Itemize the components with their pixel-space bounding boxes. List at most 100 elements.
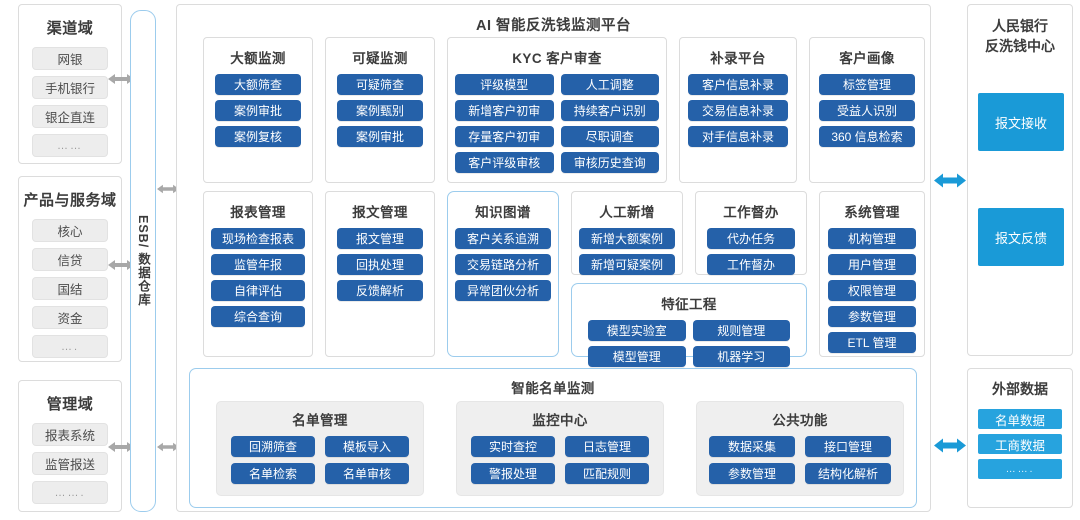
product-service-domain-title: 产品与服务域 [23, 192, 117, 209]
btn-receipt-processing[interactable]: 回执处理 [337, 254, 423, 275]
btn-work-supervision[interactable]: 工作督办 [707, 254, 795, 275]
ai-platform-title: AI 智能反洗钱监测平台 [475, 18, 632, 34]
btn-new-suspicious-case[interactable]: 新增可疑案例 [579, 254, 675, 275]
btn-360-info-search[interactable]: 360 信息检索 [819, 126, 915, 147]
public-functions-title: 公共功能 [772, 413, 828, 428]
supplement-platform-title: 补录平台 [710, 51, 766, 66]
btn-rule-management[interactable]: 规则管理 [692, 320, 790, 341]
pboc-title-line2: 反洗钱中心 [985, 38, 1055, 54]
btn-case-approval-large[interactable]: 案例审批 [215, 100, 301, 121]
btn-template-import[interactable]: 模板导入 [325, 436, 409, 457]
btn-counterparty-info-supplement[interactable]: 对手信息补录 [688, 126, 788, 147]
btn-manual-adjust[interactable]: 人工调整 [560, 74, 659, 95]
btn-alert-handling[interactable]: 警报处理 [471, 463, 555, 484]
ext-item-more[interactable]: ……. [978, 459, 1062, 479]
btn-permission-management[interactable]: 权限管理 [828, 280, 916, 301]
management-domain-title: 管理域 [46, 396, 94, 413]
btn-beneficiary-identification[interactable]: 受益人识别 [819, 100, 915, 121]
channel-item-1[interactable]: 手机银行 [32, 76, 108, 99]
smart-list-monitoring-panel: 智能名单监测 名单管理 回溯筛查 模板导入 名单检索 名单审核 监控中心 实时查… [189, 368, 917, 508]
btn-structured-parsing[interactable]: 结构化解析 [805, 463, 891, 484]
manual-add-title: 人工新增 [599, 205, 655, 220]
btn-new-customer-first-review[interactable]: 新增客户初审 [455, 100, 554, 121]
ext-item-list-data[interactable]: 名单数据 [978, 409, 1062, 429]
btn-customer-rating-audit[interactable]: 客户评级审核 [455, 152, 554, 173]
pboc-title: 人民银行 反洗钱中心 [968, 16, 1072, 56]
btn-case-recheck[interactable]: 案例复核 [215, 126, 301, 147]
channel-item-2[interactable]: 银企直连 [32, 105, 108, 128]
btn-customer-relation-tracing[interactable]: 客户关系追溯 [455, 228, 551, 249]
product-item-1[interactable]: 信贷 [32, 248, 108, 271]
btn-message-receive[interactable]: 报文接收 [978, 93, 1064, 151]
btn-realtime-control[interactable]: 实时查控 [471, 436, 555, 457]
btn-org-management[interactable]: 机构管理 [828, 228, 916, 249]
channel-item-0[interactable]: 网银 [32, 47, 108, 70]
management-item-more[interactable]: ……. [32, 481, 108, 504]
btn-case-identification[interactable]: 案例甄别 [337, 100, 423, 121]
btn-self-discipline-assessment[interactable]: 自律评估 [211, 280, 305, 301]
btn-transaction-chain-analysis[interactable]: 交易链路分析 [455, 254, 551, 275]
btn-parameter-management-public[interactable]: 参数管理 [709, 463, 795, 484]
btn-rating-model[interactable]: 评级模型 [455, 74, 554, 95]
channel-item-more[interactable]: …… [32, 134, 108, 157]
btn-log-management[interactable]: 日志管理 [565, 436, 649, 457]
feature-engineering-title: 特征工程 [661, 297, 717, 312]
management-item-0[interactable]: 报表系统 [32, 423, 108, 446]
feature-engineering-panel: 特征工程 模型实验室 规则管理 模型管理 机器学习 [571, 283, 807, 367]
product-item-more[interactable]: …. [32, 335, 108, 358]
btn-suspicious-screening[interactable]: 可疑筛查 [337, 74, 423, 95]
btn-transaction-info-supplement[interactable]: 交易信息补录 [688, 100, 788, 121]
ext-item-business-data[interactable]: 工商数据 [978, 434, 1062, 454]
knowledge-graph-panel: 知识图谱 客户关系追溯 交易链路分析 异常团伙分析 [447, 191, 559, 357]
btn-new-large-case[interactable]: 新增大额案例 [579, 228, 675, 249]
product-item-2[interactable]: 国结 [32, 277, 108, 300]
btn-continuous-customer-identification[interactable]: 持续客户识别 [560, 100, 659, 121]
btn-agent-task[interactable]: 代办任务 [707, 228, 795, 249]
btn-etl-management[interactable]: ETL 管理 [828, 332, 916, 353]
btn-data-collection[interactable]: 数据采集 [709, 436, 795, 457]
product-item-3[interactable]: 资金 [32, 306, 108, 329]
work-supervision-title: 工作督办 [723, 205, 779, 220]
btn-parameter-management[interactable]: 参数管理 [828, 306, 916, 327]
btn-large-screening[interactable]: 大额筛查 [215, 74, 301, 95]
btn-user-management[interactable]: 用户管理 [828, 254, 916, 275]
btn-model-management[interactable]: 模型管理 [588, 346, 686, 367]
btn-list-search[interactable]: 名单检索 [231, 463, 315, 484]
product-item-0[interactable]: 核心 [32, 219, 108, 242]
btn-existing-customer-first-review[interactable]: 存量客户初审 [455, 126, 554, 147]
arrow-esb-to-platform-bottom [157, 442, 179, 452]
btn-customer-info-supplement[interactable]: 客户信息补录 [688, 74, 788, 95]
btn-matching-rules[interactable]: 匹配规则 [565, 463, 649, 484]
btn-due-diligence[interactable]: 尽职调查 [560, 126, 659, 147]
arrow-management-to-esb [108, 442, 134, 452]
btn-retrospective-screening[interactable]: 回溯筛查 [231, 436, 315, 457]
channel-domain-title: 渠道域 [46, 20, 94, 37]
btn-regulatory-annual-report[interactable]: 监管年报 [211, 254, 305, 275]
public-functions-group: 公共功能 数据采集 接口管理 参数管理 结构化解析 [696, 401, 904, 496]
btn-case-approval-suspicious[interactable]: 案例审批 [337, 126, 423, 147]
btn-message-management[interactable]: 报文管理 [337, 228, 423, 249]
btn-machine-learning[interactable]: 机器学习 [692, 346, 790, 367]
btn-interface-management[interactable]: 接口管理 [805, 436, 891, 457]
management-item-1[interactable]: 监管报送 [32, 452, 108, 475]
btn-tag-management[interactable]: 标签管理 [819, 74, 915, 95]
btn-feedback-parsing[interactable]: 反馈解析 [337, 280, 423, 301]
btn-abnormal-group-analysis[interactable]: 异常团伙分析 [455, 280, 551, 301]
btn-onsite-inspection-report[interactable]: 现场检查报表 [211, 228, 305, 249]
arrow-platform-to-pboc [934, 173, 966, 188]
message-management-title: 报文管理 [352, 205, 408, 220]
customer-profile-panel: 客户画像 标签管理 受益人识别 360 信息检索 [809, 37, 925, 183]
large-amount-monitoring-panel: 大额监测 大额筛查 案例审批 案例复核 [203, 37, 313, 183]
btn-list-audit[interactable]: 名单审核 [325, 463, 409, 484]
btn-model-lab[interactable]: 模型实验室 [588, 320, 686, 341]
external-data-title: 外部数据 [992, 381, 1048, 397]
btn-audit-history-query[interactable]: 审核历史查询 [560, 152, 659, 173]
smart-list-monitoring-title: 智能名单监测 [511, 381, 595, 396]
btn-message-feedback[interactable]: 报文反馈 [978, 208, 1064, 266]
message-management-panel: 报文管理 报文管理 回执处理 反馈解析 [325, 191, 435, 357]
manual-add-panel: 人工新增 新增大额案例 新增可疑案例 [571, 191, 683, 275]
report-management-title: 报表管理 [230, 205, 286, 220]
btn-comprehensive-query[interactable]: 综合查询 [211, 306, 305, 327]
kyc-customer-review-title: KYC 客户审查 [512, 51, 602, 66]
